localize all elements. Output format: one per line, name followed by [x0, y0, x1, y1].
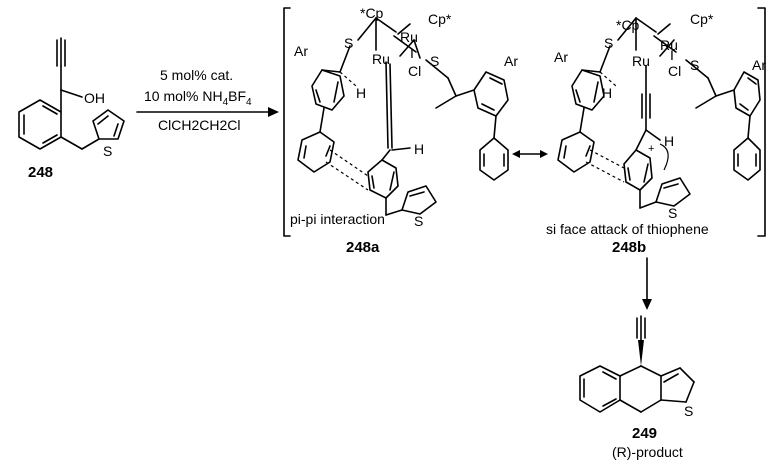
248a-s-left: S [344, 35, 353, 51]
248b-s-right: S [690, 57, 699, 73]
248a-ru-bottom: Ru [372, 51, 390, 67]
248b-thiophene-s: S [668, 205, 677, 221]
resonance-arrow-head-left [512, 150, 520, 158]
248b-ru-bottom: Ru [632, 53, 650, 69]
248b-cp-right: Cp* [690, 11, 714, 27]
reaction-arrow-head [268, 107, 279, 117]
248b-ar-right: Ar [752, 57, 766, 73]
thiophene-s-label: S [103, 143, 112, 159]
catalyst-loading: 5 mol% cat. [160, 67, 233, 83]
intermediate-248a-structure [297, 17, 509, 216]
compound-label-248: 248 [28, 164, 53, 181]
248b-carbocation-charge: + [648, 143, 654, 155]
solvent: ClCH2CH2Cl [158, 117, 240, 133]
product-stereo-note: (R)-product [612, 444, 683, 460]
248a-ru-top: Ru [400, 29, 418, 45]
248b-h-cation: H [664, 133, 674, 149]
249-thiophene-s: S [684, 403, 693, 419]
right-bracket [757, 7, 766, 237]
248b-chloro: Cl [668, 63, 681, 79]
resonance-arrow-head-right [540, 150, 548, 158]
248b-ru-top: Ru [660, 37, 678, 53]
compound-label-248a: 248a [346, 239, 380, 256]
248a-cp-left: *Cp [360, 5, 384, 21]
product-arrow-head [642, 299, 652, 310]
compound-label-249: 249 [632, 425, 657, 442]
additive-loading: 10 mol% NH4BF4 [144, 88, 252, 108]
248a-ar-left: Ar [294, 43, 308, 59]
si-face-attack-note: si face attack of thiophene [546, 221, 709, 237]
248a-ar-right: Ar [504, 53, 518, 69]
248b-cp-left: *Cp [616, 17, 640, 33]
intermediate-248b-structure [557, 17, 761, 209]
248b-h-left: H [602, 85, 612, 101]
248a-iodo: I [410, 45, 414, 61]
left-bracket [283, 7, 291, 237]
248a-h-left: H [356, 85, 366, 101]
compound-248-structure [18, 37, 125, 150]
248a-h-vinyl: H [414, 141, 424, 157]
248b-ar-left: Ar [554, 49, 568, 65]
248a-s-right: S [430, 53, 439, 69]
248a-chloro: Cl [408, 63, 421, 79]
248b-iodo: I [670, 47, 674, 63]
248a-cp-right: Cp* [428, 11, 452, 27]
hydroxyl-label: OH [84, 90, 105, 106]
pi-pi-interaction-note: pi-pi interaction [290, 211, 385, 227]
248a-thiophene-s: S [414, 213, 423, 229]
248b-s-left: S [604, 35, 613, 51]
compound-label-248b: 248b [612, 239, 646, 256]
compound-249-structure [579, 315, 695, 413]
